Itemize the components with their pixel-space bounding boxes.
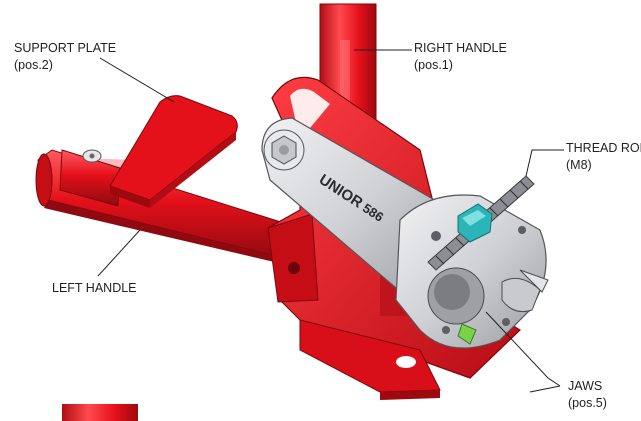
jaws-pos: (pos.5) <box>568 396 607 410</box>
support-plate-name: SUPPORT PLATE <box>14 41 117 55</box>
green-marker-icon <box>457 323 477 345</box>
support-plate-pos: (pos.2) <box>14 58 53 72</box>
thread-rod-pos: (M8) <box>566 158 592 172</box>
leader-lines <box>97 49 564 393</box>
left-handle-part <box>35 149 301 268</box>
left-handle-name: LEFT HANDLE <box>52 281 137 295</box>
right-handle-label: RIGHT HANDLE (pos.1) <box>414 40 507 74</box>
support-plate-label: SUPPORT PLATE (pos.2) <box>14 40 116 74</box>
thread-rod-part <box>427 175 535 271</box>
jaws-label: JAWS (pos.5) <box>568 378 607 412</box>
left-handle-label: LEFT HANDLE <box>52 280 137 297</box>
right-handle-name: RIGHT HANDLE <box>414 41 507 55</box>
right-handle-pos: (pos.1) <box>414 58 453 72</box>
cutting-head-part <box>395 194 549 349</box>
jaws-name: JAWS <box>568 379 603 393</box>
thread-rod-label: THREAD ROD (M8) <box>566 140 641 174</box>
support-plate-part <box>109 95 238 208</box>
bottom-rod-fragment <box>62 404 138 421</box>
thread-rod-name: THREAD ROD <box>566 141 641 155</box>
teal-nut-icon <box>457 203 493 243</box>
